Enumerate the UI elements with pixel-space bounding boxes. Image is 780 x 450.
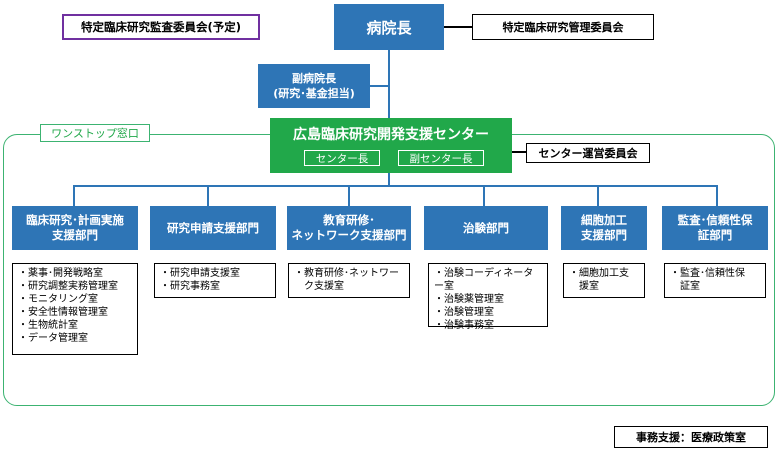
list-item: ・生物統計室	[18, 320, 78, 331]
department-name-cont: 証部門	[697, 228, 733, 242]
admin-support-label: 事務支援：医療政策室	[636, 431, 746, 444]
vice-director-box: 副病院長 (研究･基金担当)	[258, 64, 370, 108]
list-item: ・研究事務室	[160, 281, 220, 292]
list-item: ・データ管理室	[18, 333, 88, 344]
department-name: 教育研修･	[323, 213, 375, 227]
center-vice-director-badge: 副センター長	[398, 150, 484, 166]
center-director-label: センター長	[315, 152, 369, 165]
hospital-director-box: 病院長	[334, 4, 444, 50]
connector-vice-director	[370, 85, 390, 87]
connector-director-to-management	[444, 26, 472, 28]
audit-committee-label: 特定臨床研究監査委員会(予定)	[80, 20, 241, 34]
list-item: ・監査･信頼性保	[670, 268, 745, 279]
admin-support-box: 事務支援：医療政策室	[614, 426, 768, 448]
department-bus-line	[73, 185, 718, 187]
department-box-clinical-trial: 治験部門	[424, 206, 548, 250]
list-item: ・治験薬管理室	[434, 294, 504, 305]
department-name: 研究申請支援部門	[167, 220, 259, 235]
office-list-audit: ・監査･信頼性保 証室	[664, 263, 766, 298]
drop-line-1	[73, 185, 75, 206]
drop-line-5	[597, 185, 599, 206]
department-box-cell-processing: 細胞加工 支援部門	[561, 206, 647, 250]
department-name: 細胞加工	[581, 213, 627, 227]
audit-committee-box: 特定臨床研究監査委員会(予定)	[62, 14, 260, 40]
vice-director-label: 副病院長	[292, 72, 336, 85]
connector-center-to-bus	[388, 173, 390, 186]
department-box-audit: 監査･信頼性保 証部門	[662, 206, 768, 250]
center-vice-director-label: 副センター長	[409, 152, 473, 165]
list-item: 証室	[670, 281, 700, 292]
department-name-cont: ネットワーク支援部門	[291, 228, 407, 242]
list-item: ク支援室	[294, 281, 344, 292]
drop-line-6	[716, 185, 718, 206]
department-box-education: 教育研修･ ネットワーク支援部門	[287, 206, 411, 250]
list-item: ・薬事･開発戦略室	[18, 268, 103, 279]
office-list-clinical-trial: ・治験コーディネーター室 ・治験薬管理室 ・治験管理室 ・治験事務室	[428, 263, 548, 331]
center-director-badge: センター長	[304, 150, 380, 166]
office-list-application: ・研究申請支援室 ・研究事務室	[154, 263, 276, 298]
drop-line-4	[483, 185, 485, 206]
list-item: ・治験コーディネーター室	[434, 268, 534, 292]
list-item: ・細胞加工支	[569, 268, 629, 279]
drop-line-2	[207, 185, 209, 206]
management-committee-label: 特定臨床研究管理委員会	[502, 21, 624, 34]
department-box-application: 研究申請支援部門	[150, 206, 276, 250]
one-stop-tag: ワンストップ窓口	[40, 124, 150, 142]
steering-committee-label: センター運営委員会	[538, 147, 638, 160]
list-item: ・研究申請支援室	[160, 268, 240, 279]
list-item: 援室	[569, 281, 599, 292]
department-name: 監査･信頼性保	[677, 213, 753, 227]
list-item: ・治験管理室	[434, 307, 494, 318]
department-name-cont: 支援部門	[581, 228, 627, 242]
hospital-director-label: 病院長	[366, 18, 412, 37]
department-box-clinical-research: 臨床研究･計画実施 支援部門	[12, 206, 138, 250]
list-item: ・モニタリング室	[18, 294, 98, 305]
office-list-education: ・教育研修･ネットワー ク支援室	[288, 263, 410, 298]
connector-center-to-steering	[512, 151, 526, 153]
list-item: ・研究調整実務管理室	[18, 281, 118, 292]
center-box: 広島臨床研究開発支援センター センター長 副センター長	[270, 118, 512, 173]
list-item: ・安全性情報管理室	[18, 307, 108, 318]
one-stop-label: ワンストップ窓口	[51, 127, 139, 140]
list-item: ・治験事務室	[434, 320, 494, 331]
department-name: 臨床研究･計画実施	[26, 213, 124, 227]
vice-director-role: (研究･基金担当)	[273, 87, 355, 100]
list-item: ・教育研修･ネットワー	[294, 268, 399, 279]
center-title: 広島臨床研究開発支援センター	[293, 127, 489, 143]
management-committee-box: 特定臨床研究管理委員会	[472, 14, 654, 40]
department-name-cont: 支援部門	[52, 228, 98, 242]
drop-line-3	[348, 185, 350, 206]
office-list-cell-processing: ・細胞加工支 援室	[563, 263, 645, 298]
steering-committee-box: センター運営委員会	[526, 143, 650, 163]
department-name: 治験部門	[463, 220, 509, 235]
office-list-clinical-research: ・薬事･開発戦略室 ・研究調整実務管理室 ・モニタリング室 ・安全性情報管理室 …	[12, 263, 138, 355]
